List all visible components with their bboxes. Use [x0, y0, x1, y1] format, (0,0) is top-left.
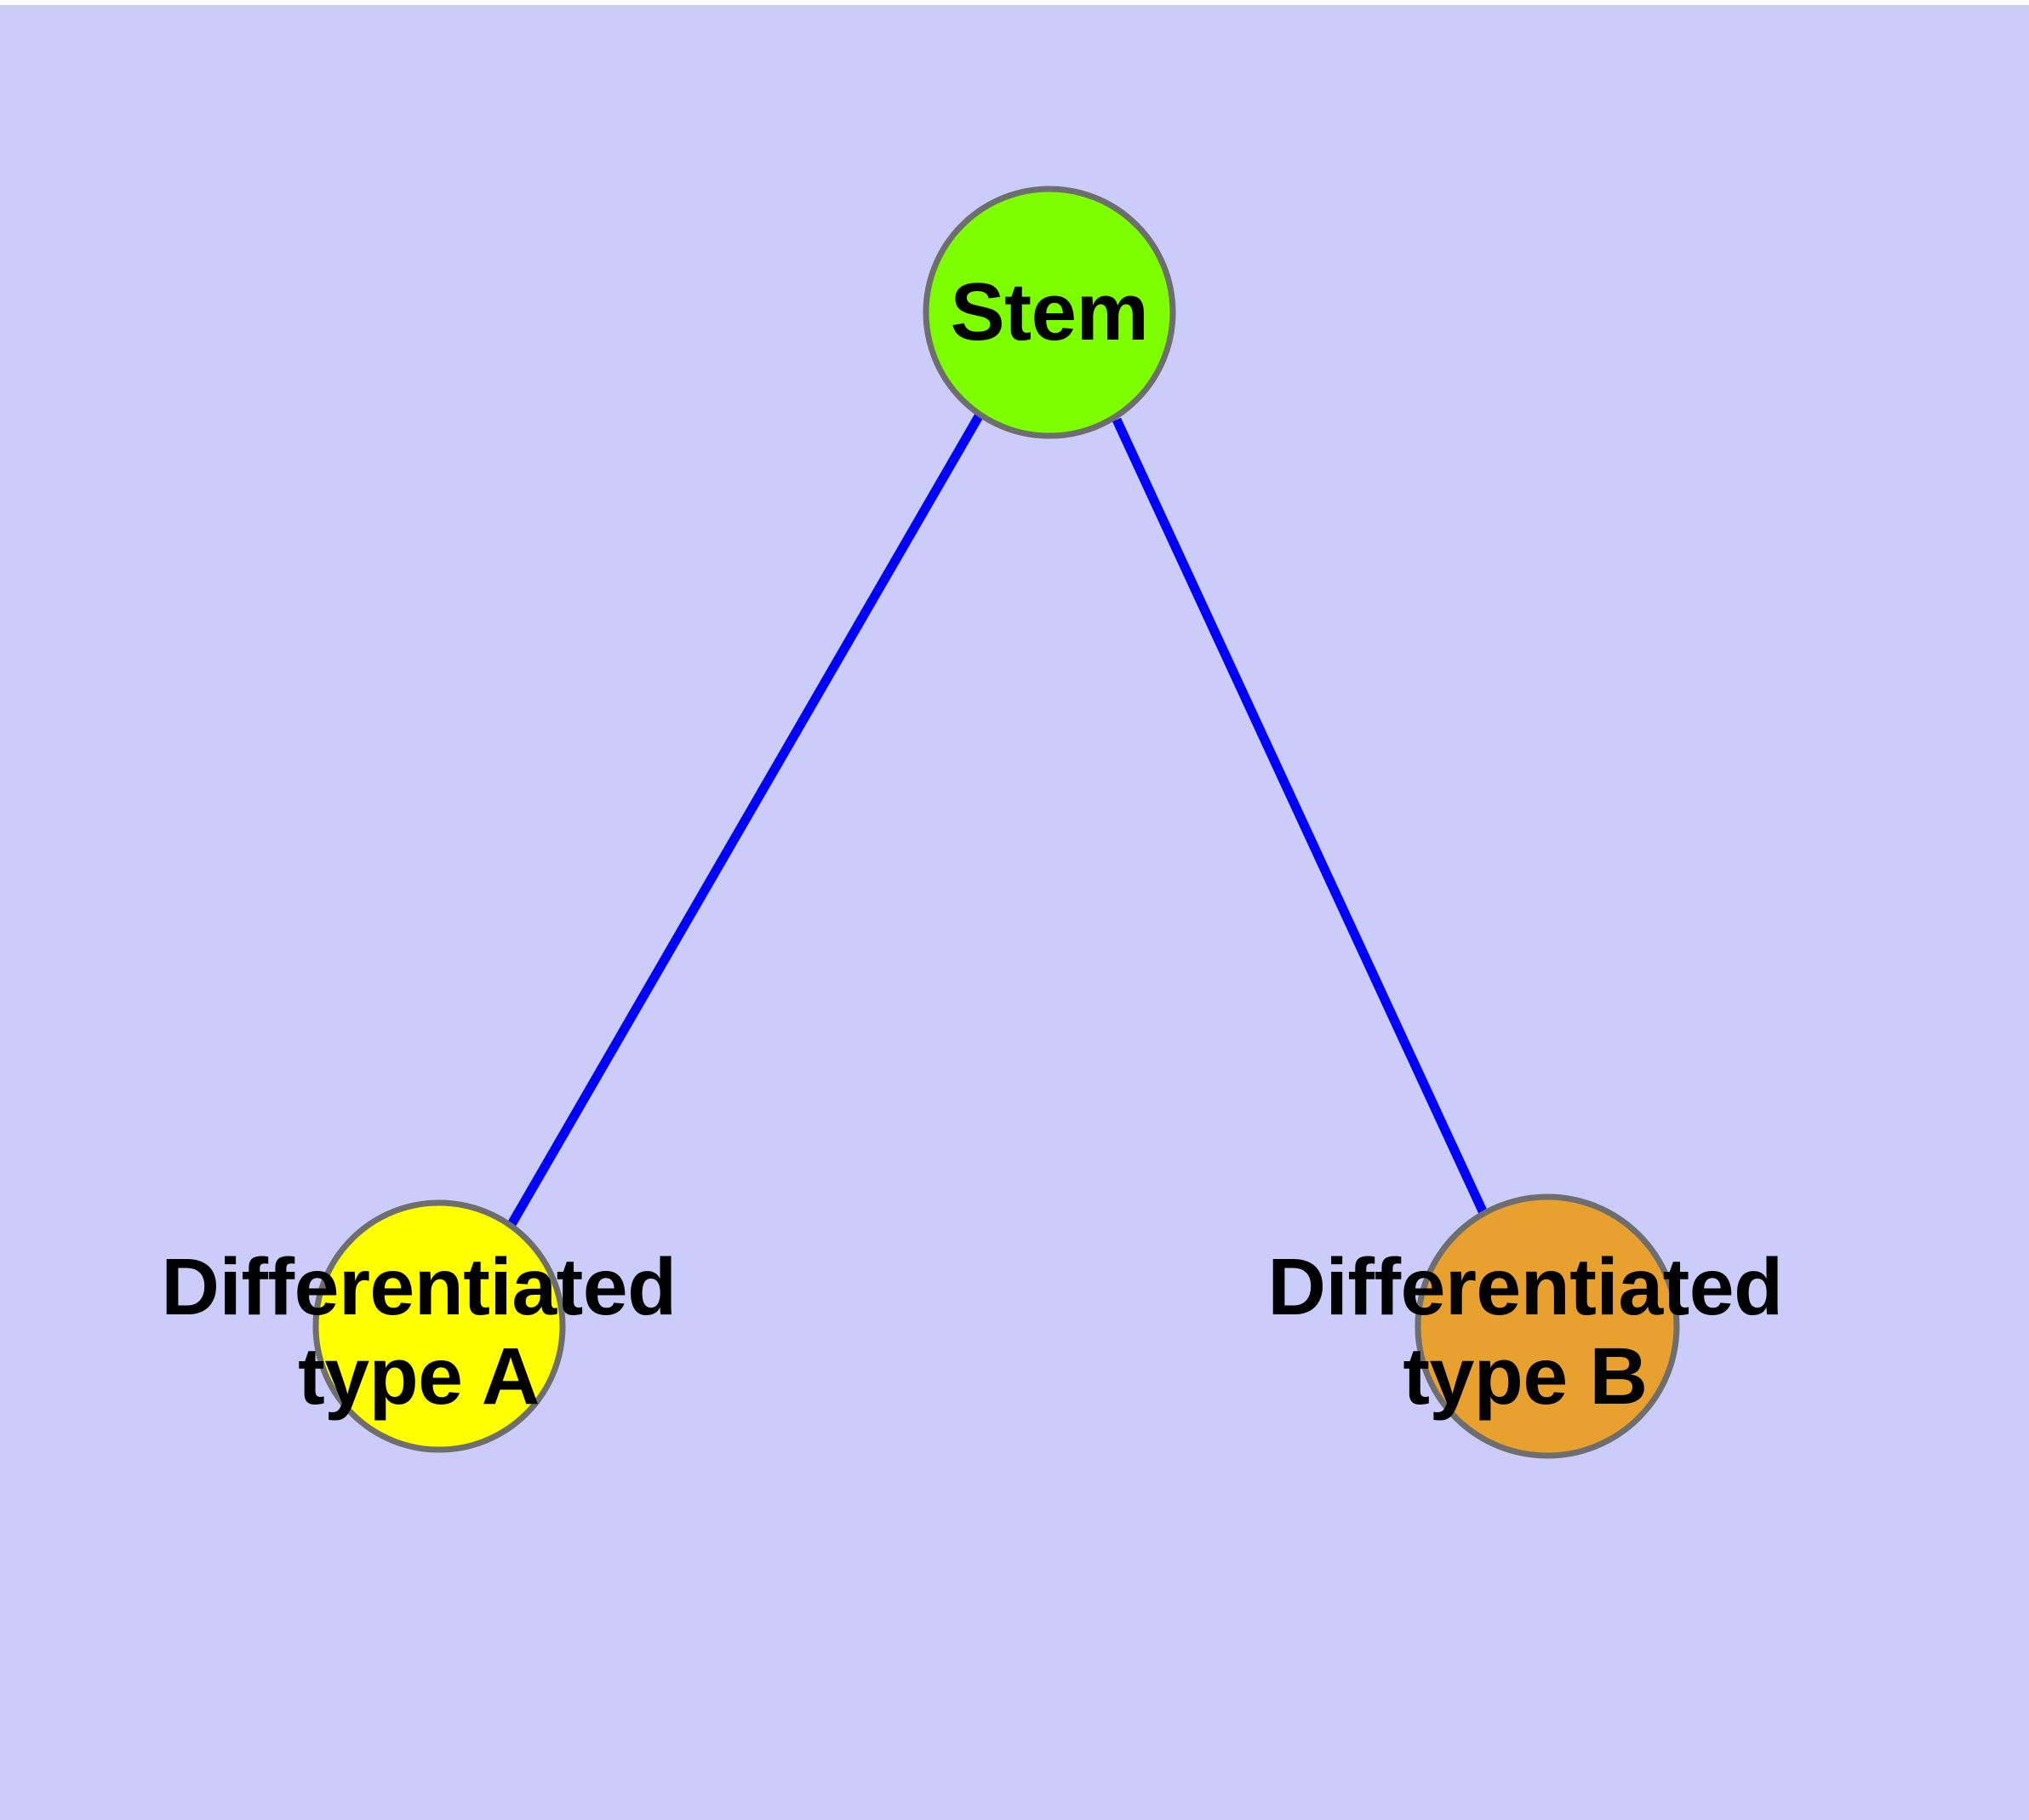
node-differentiated-type-b[interactable]: [1415, 1193, 1680, 1459]
edge-stem-to-type-b[interactable]: [1112, 417, 1494, 1228]
edge-layer: [506, 414, 1494, 1228]
node-differentiated-type-a[interactable]: [312, 1199, 566, 1453]
edge-stem-to-type-a[interactable]: [506, 414, 983, 1228]
node-stem[interactable]: [923, 186, 1176, 439]
node-layer: [312, 186, 1680, 1459]
